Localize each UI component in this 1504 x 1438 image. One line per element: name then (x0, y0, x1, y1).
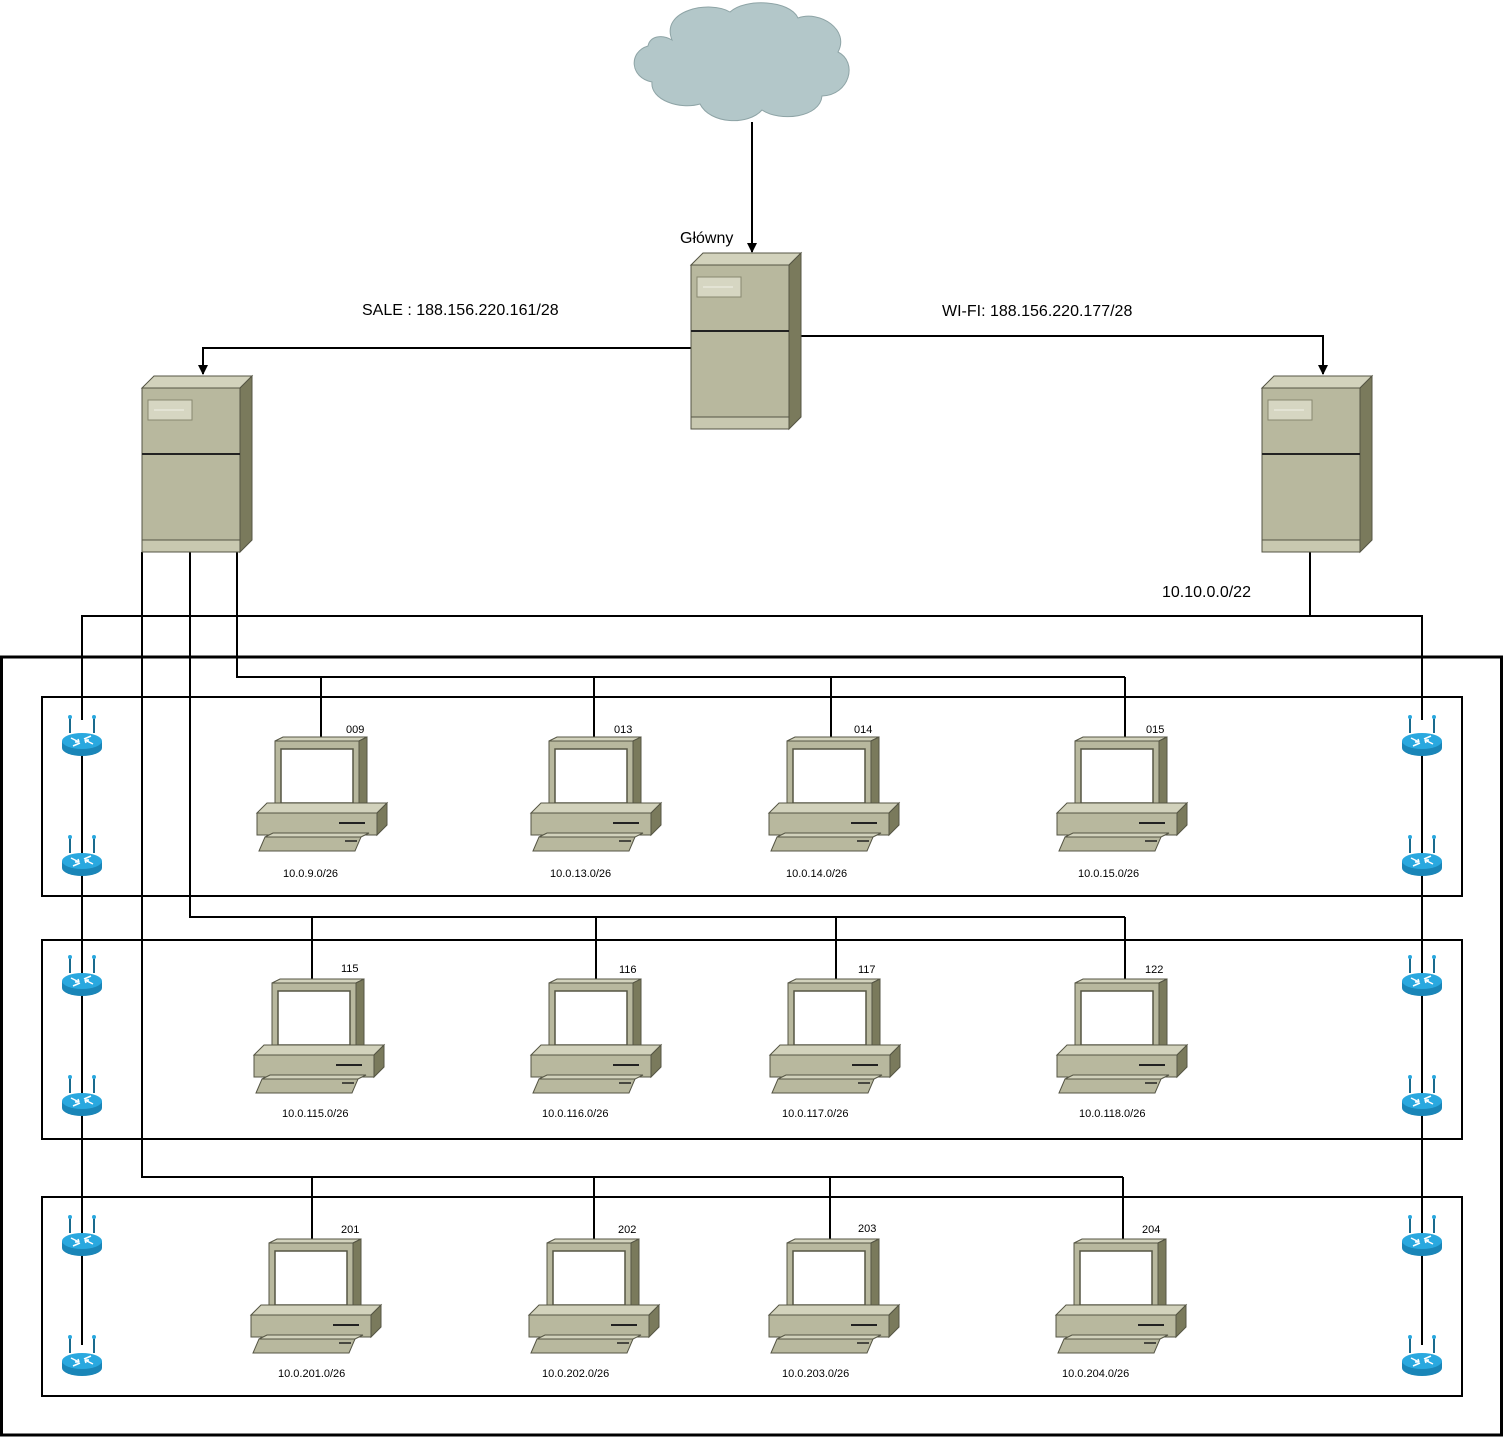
subnet-label: 10.0.14.0/26 (786, 868, 847, 880)
computer-icon (256, 736, 388, 852)
room-label: 122 (1145, 964, 1163, 976)
room-label: 015 (1146, 724, 1164, 736)
subnet-label: 10.0.15.0/26 (1078, 868, 1139, 880)
main-server-icon (690, 252, 802, 430)
subnet-label: 10.0.203.0/26 (782, 1368, 849, 1380)
wireless-router-icon (1401, 714, 1443, 757)
computer-icon (769, 978, 901, 1094)
subnet-label: 10.0.9.0/26 (283, 868, 338, 880)
subnet-label: 10.0.204.0/26 (1062, 1368, 1129, 1380)
room-label: 115 (341, 963, 359, 975)
subnet-label: 10.0.117.0/26 (782, 1108, 848, 1120)
wifi-left-trunk (81, 552, 1311, 720)
computer-icon (1056, 736, 1188, 852)
cloud-icon (633, 2, 850, 122)
building-outline (0, 655, 1503, 1437)
room-label: 202 (618, 1224, 636, 1236)
computer-icon (528, 1238, 660, 1354)
subnet-label: 10.0.13.0/26 (550, 868, 611, 880)
floor-0-frame (41, 696, 1463, 897)
computer-icon (768, 736, 900, 852)
room-label: 014 (854, 724, 872, 736)
computer-icon (768, 1238, 900, 1354)
sale-link (198, 347, 692, 375)
wifi-network-label: 10.10.0.0/22 (1162, 584, 1251, 601)
room-label: 116 (619, 964, 637, 976)
floor-1-frame (41, 939, 1463, 1140)
floor-0: 009 10.0.9.0/26 013 10.0.13.0/26 014 10.… (256, 724, 1188, 880)
subnet-label: 10.0.115.0/26 (282, 1108, 348, 1120)
computer-icon (1055, 1238, 1187, 1354)
sale-server-icon (141, 375, 253, 553)
computer-icon (253, 978, 385, 1094)
room-label: 117 (858, 964, 876, 976)
room-label: 013 (614, 724, 632, 736)
subnet-label: 10.0.201.0/26 (278, 1368, 345, 1380)
wifi-server-icon (1261, 375, 1373, 553)
subnet-label: 10.0.202.0/26 (542, 1368, 609, 1380)
floor-1: 115 10.0.115.0/26 116 10.0.116.0/26 117 … (253, 963, 1188, 1120)
subnet-label: 10.0.118.0/26 (1079, 1108, 1145, 1120)
sale-link-label: SALE : 188.156.220.161/28 (362, 302, 559, 319)
main-server-label: Główny (680, 230, 733, 247)
floor-2-frame (41, 1196, 1463, 1397)
computer-icon (530, 736, 662, 852)
wifi-link-label: WI-FI: 188.156.220.177/28 (942, 303, 1132, 320)
floor0-bus (236, 552, 1125, 678)
room-label: 203 (858, 1223, 876, 1235)
computer-icon (1056, 978, 1188, 1094)
wireless-router-icon (61, 714, 103, 757)
room-label: 204 (1142, 1224, 1160, 1236)
wifi-right-trunk (1310, 615, 1423, 720)
floor1-bus (189, 552, 1125, 918)
wifi-link (798, 335, 1328, 375)
floor2-bus (141, 552, 1123, 1178)
computer-icon (250, 1238, 382, 1354)
computer-icon (530, 978, 662, 1094)
room-label: 201 (341, 1224, 359, 1236)
subnet-label: 10.0.116.0/26 (542, 1108, 608, 1120)
wires (81, 122, 1423, 1345)
room-label: 009 (346, 724, 364, 736)
floor-2: 201 10.0.201.0/26 202 10.0.202.0/26 203 … (250, 1223, 1187, 1380)
